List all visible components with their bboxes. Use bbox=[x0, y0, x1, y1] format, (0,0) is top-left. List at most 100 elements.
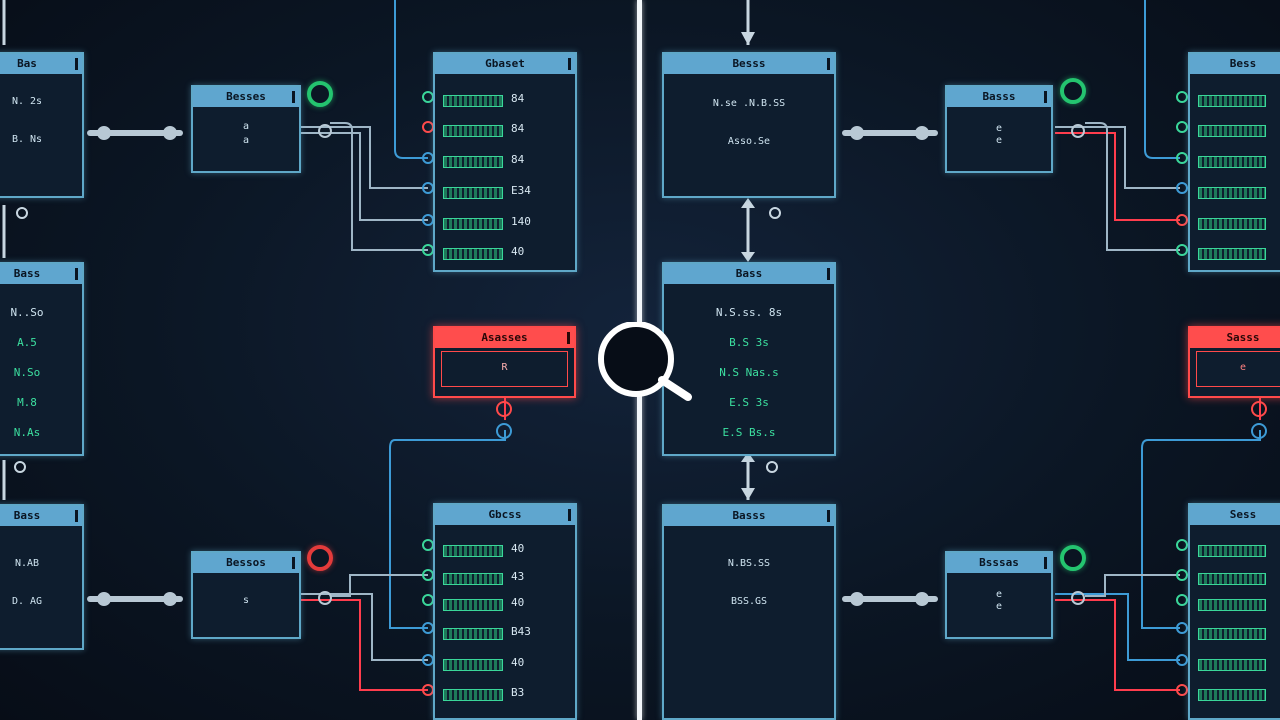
source-node-bottom[interactable]: Bass N.AB D. AG bbox=[0, 504, 84, 650]
status-ok-indicator bbox=[307, 81, 333, 107]
node-line: e bbox=[995, 123, 1003, 134]
data-table-top-right[interactable]: Bess bbox=[1188, 52, 1280, 272]
value-bar bbox=[1198, 187, 1266, 199]
node-line: Asso.Se bbox=[727, 136, 771, 147]
node-line: e bbox=[995, 601, 1003, 612]
node-line: N.se .N.B.SS bbox=[712, 98, 786, 109]
value-bar bbox=[1198, 573, 1266, 585]
row-value: B3 bbox=[511, 686, 525, 699]
value-bar bbox=[1198, 218, 1266, 230]
node-line: N.As bbox=[13, 426, 41, 439]
node-title: Asasses bbox=[481, 331, 528, 344]
node-line: s bbox=[242, 595, 250, 606]
value-bar bbox=[443, 573, 503, 585]
node-line: a bbox=[242, 135, 250, 146]
node-title: Bas bbox=[17, 57, 37, 70]
node-line: N.S.ss. 8s bbox=[715, 306, 783, 319]
row-value: 84 bbox=[511, 92, 525, 105]
alert-node-right[interactable]: Sasss e bbox=[1188, 326, 1280, 398]
status-ok-indicator bbox=[1060, 545, 1086, 571]
row-value: B43 bbox=[511, 625, 531, 638]
node-line: R bbox=[501, 362, 508, 373]
node-line: D. AG bbox=[11, 596, 43, 607]
node-title: Sess bbox=[1229, 508, 1257, 521]
row-value: 84 bbox=[511, 122, 525, 135]
node-title: Gbaset bbox=[485, 57, 525, 70]
node-title: Gbcss bbox=[488, 508, 522, 521]
source-node-middle-right[interactable]: Bass N.S.ss. 8s B.S 3s N.S Nas.s E.S 3s … bbox=[662, 262, 836, 456]
magnifier-icon[interactable] bbox=[596, 322, 696, 402]
node-title: Besses bbox=[226, 90, 266, 103]
node-line: N.So bbox=[13, 366, 41, 379]
left-source-connector-top bbox=[87, 130, 183, 602]
node-title: Bessos bbox=[226, 556, 266, 569]
value-bar bbox=[443, 125, 503, 137]
value-bar bbox=[443, 187, 503, 199]
data-table-bottom[interactable]: Gbcss 40 43 40 B43 40 B3 bbox=[433, 503, 577, 720]
relay-node-top-right[interactable]: Basss e e bbox=[945, 85, 1053, 173]
value-bar bbox=[443, 156, 503, 168]
node-title: Bess bbox=[1229, 57, 1257, 70]
node-title: Bass bbox=[13, 267, 41, 280]
node-line: a bbox=[242, 121, 250, 132]
value-bar bbox=[443, 218, 503, 230]
node-title: Basss bbox=[732, 509, 766, 522]
node-line: A.5 bbox=[17, 336, 37, 349]
node-title: Besss bbox=[732, 57, 766, 70]
value-bar bbox=[443, 95, 503, 107]
status-ok-indicator bbox=[1060, 78, 1086, 104]
data-table-top[interactable]: Gbaset 84 84 84 E34 140 40 bbox=[433, 52, 577, 272]
node-line: N..So bbox=[10, 306, 44, 319]
value-bar bbox=[1198, 545, 1266, 557]
node-line: e bbox=[1239, 362, 1247, 373]
node-line: E.S 3s bbox=[729, 396, 769, 409]
relay-node-bottom[interactable]: Bessos s bbox=[191, 551, 301, 639]
value-bar bbox=[1198, 659, 1266, 671]
status-error-indicator bbox=[307, 545, 333, 571]
node-line: N.BS.SS bbox=[727, 558, 771, 569]
row-value: 40 bbox=[511, 245, 525, 258]
value-bar bbox=[1198, 248, 1266, 260]
value-bar bbox=[1198, 628, 1266, 640]
node-line: e bbox=[995, 589, 1003, 600]
row-value: 140 bbox=[511, 215, 531, 228]
value-bar bbox=[443, 689, 503, 701]
node-title: Bass bbox=[735, 267, 763, 280]
alert-node[interactable]: Asasses R bbox=[433, 326, 576, 398]
row-value: 43 bbox=[511, 570, 525, 583]
value-bar bbox=[443, 599, 503, 611]
node-line: M.8 bbox=[17, 396, 37, 409]
node-line: N.S Nas.s bbox=[719, 366, 779, 379]
node-line: BSS.GS bbox=[730, 596, 768, 607]
source-node-middle[interactable]: Bass N..So A.5 N.So M.8 N.As bbox=[0, 262, 84, 456]
node-line: N.AB bbox=[14, 558, 40, 569]
node-line: e bbox=[995, 135, 1003, 146]
node-line: B. Ns bbox=[11, 134, 43, 145]
data-table-bottom-right[interactable]: Sess bbox=[1188, 503, 1280, 720]
value-bar bbox=[1198, 689, 1266, 701]
row-value: 40 bbox=[511, 596, 525, 609]
row-value: 40 bbox=[511, 542, 525, 555]
value-bar bbox=[1198, 156, 1266, 168]
row-value: 84 bbox=[511, 153, 525, 166]
row-value: 40 bbox=[511, 656, 525, 669]
value-bar bbox=[443, 628, 503, 640]
node-line: E.S Bs.s bbox=[722, 426, 776, 439]
value-bar bbox=[443, 545, 503, 557]
node-title: Sasss bbox=[1226, 331, 1260, 344]
relay-node-top[interactable]: Besses a a bbox=[191, 85, 301, 173]
relay-node-bottom-right[interactable]: Bsssas e e bbox=[945, 551, 1053, 639]
node-title: Bass bbox=[13, 509, 41, 522]
node-line: N. 2s bbox=[11, 96, 43, 107]
source-node-top-right[interactable]: Besss N.se .N.B.SS Asso.Se bbox=[662, 52, 836, 198]
value-bar bbox=[1198, 599, 1266, 611]
node-title: Basss bbox=[982, 90, 1016, 103]
value-bar bbox=[443, 248, 503, 260]
value-bar bbox=[1198, 95, 1266, 107]
source-node-bottom-right[interactable]: Basss N.BS.SS BSS.GS bbox=[662, 504, 836, 720]
row-value: E34 bbox=[511, 184, 531, 197]
node-title: Bsssas bbox=[979, 556, 1019, 569]
value-bar bbox=[443, 659, 503, 671]
source-node-top[interactable]: Bas N. 2s B. Ns bbox=[0, 52, 84, 198]
